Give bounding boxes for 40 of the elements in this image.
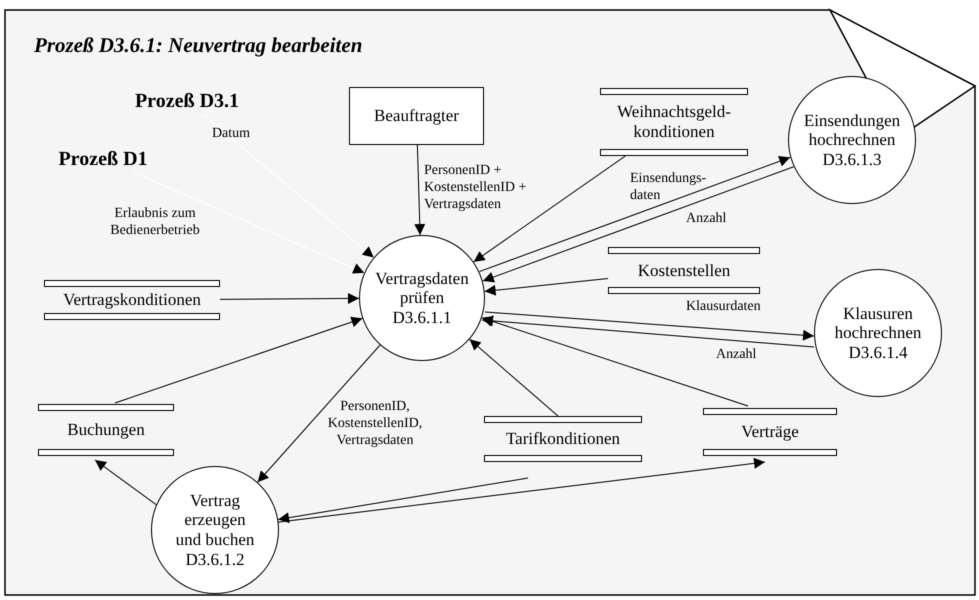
edge-label: Erlaubnis zum Bedienerbetrieb bbox=[109, 206, 201, 240]
arrow bbox=[481, 316, 748, 406]
arrow bbox=[478, 156, 791, 272]
arrow bbox=[220, 293, 360, 304]
arrow bbox=[257, 344, 381, 483]
arrow bbox=[202, 114, 374, 258]
arrow bbox=[278, 478, 528, 524]
edge-label: PersonenID, KostenstellenID, Vertragsdaten bbox=[326, 399, 424, 450]
edge-label: Klausurdaten bbox=[686, 299, 762, 316]
data-store-label: Tarifkonditionen bbox=[506, 429, 620, 449]
diagram-title: Prozeß D3.6.1: Neuvertrag bearbeiten bbox=[34, 32, 362, 59]
edge-label: Einsendungs- daten bbox=[630, 171, 708, 205]
arrow bbox=[94, 460, 158, 506]
external-process-label: Prozeß D3.1 bbox=[134, 89, 240, 114]
edge-label: Datum bbox=[210, 126, 252, 143]
arrow bbox=[132, 172, 365, 274]
arrow bbox=[473, 156, 626, 262]
arrow bbox=[482, 166, 794, 282]
terminator-box bbox=[349, 87, 484, 145]
data-store-label: Kostenstellen bbox=[638, 260, 730, 280]
arrow bbox=[278, 458, 766, 523]
external-process-label: Prozeß D1 bbox=[58, 147, 148, 172]
edge-label: Anzahl bbox=[716, 347, 758, 364]
edge-label: PersonenID + KostenstellenID + Vertragsdaten bbox=[424, 163, 528, 214]
data-store-label: Weihnachtsgeld- konditionen bbox=[616, 102, 732, 142]
arrow bbox=[469, 338, 558, 416]
arrow bbox=[114, 316, 363, 404]
arrow bbox=[484, 278, 608, 296]
data-store-label: Buchungen bbox=[67, 420, 145, 440]
process-label: Vertragsdaten prüfen D3.6.1.1 bbox=[374, 268, 470, 328]
process-label: Klausuren hochrechnen D3.6.1.4 bbox=[834, 304, 922, 362]
process-label: Vertrag erzeugen und buchen D3.6.1.2 bbox=[174, 490, 256, 570]
edge-label: Anzahl bbox=[686, 211, 728, 228]
data-store-label: Verträge bbox=[741, 422, 799, 442]
arrow bbox=[414, 144, 426, 236]
arrow bbox=[484, 312, 814, 341]
process-label: Einsendungen hochrechnen D3.6.1.3 bbox=[802, 110, 902, 170]
data-store-label: Vertragskonditionen bbox=[63, 290, 201, 310]
node-label: Beauftragter bbox=[374, 106, 459, 126]
arrow bbox=[482, 315, 814, 348]
